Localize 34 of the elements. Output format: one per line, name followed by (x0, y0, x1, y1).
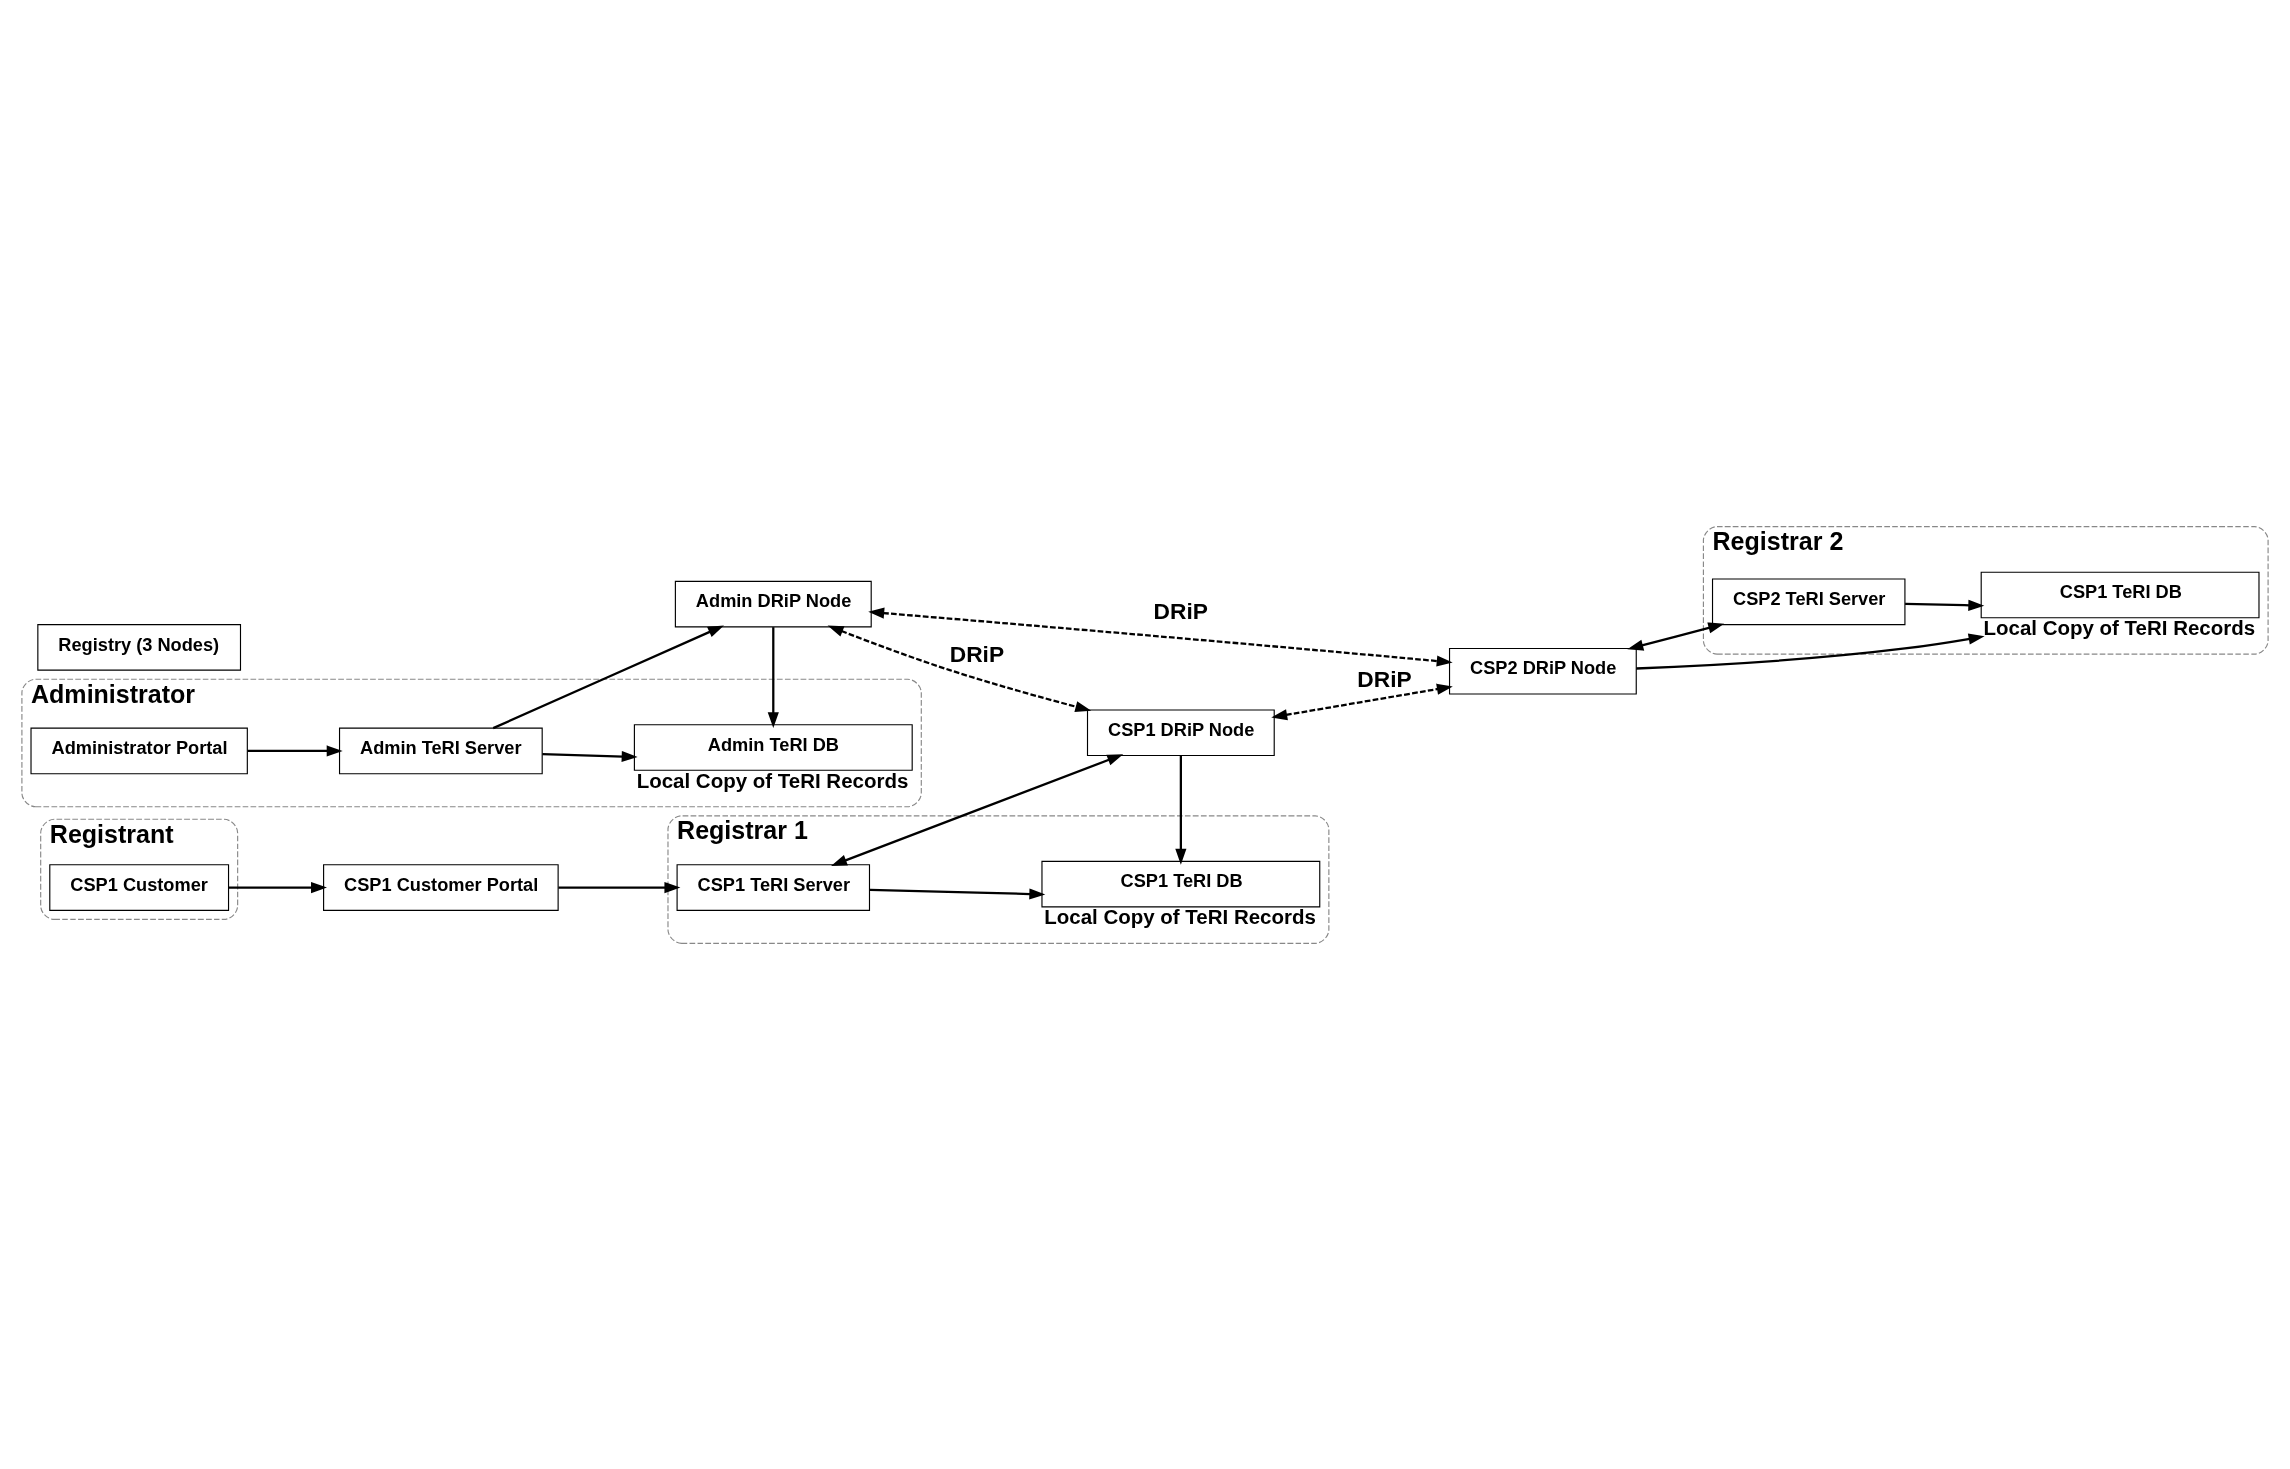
node-label: Local Copy of TeRI Records (1044, 904, 1316, 928)
arrow (869, 887, 1046, 900)
arrow (1905, 599, 1985, 611)
node-box: Admin DRiP Node (674, 580, 872, 627)
node-box: Admin TeRI Server (338, 727, 543, 774)
arrow (1271, 683, 1453, 720)
arrow (1627, 621, 1725, 651)
arrow (1175, 755, 1187, 865)
node-box: CSP1 Customer Portal (323, 863, 559, 911)
arrow (228, 881, 327, 893)
edge-label: DRiP (1357, 665, 1412, 692)
arrow (831, 753, 1124, 866)
arrow (827, 625, 1092, 712)
edge-label: DRiP (1153, 597, 1208, 624)
node-label: Local Copy of TeRI Records (636, 768, 909, 792)
arrow (1636, 632, 1985, 670)
node-box: CSP2 TeRI Server (1711, 577, 1906, 625)
node-box: CSP1 TeRI DB (1980, 571, 2260, 618)
node-box: Admin TeRI DB (633, 723, 913, 771)
arrow (558, 881, 681, 893)
node-box: CSP2 DRiP Node (1448, 647, 1637, 695)
node-box: Registry (3 Nodes) (37, 623, 242, 671)
node-box: CSP1 DRiP Node (1086, 708, 1275, 756)
node-label: Local Copy of TeRI Records (1983, 615, 2256, 639)
node-box: CSP1 TeRI DB (1041, 860, 1321, 907)
arrow (767, 626, 779, 728)
arrow (492, 625, 724, 729)
arrow (247, 744, 343, 757)
arrow (868, 607, 1453, 667)
edge-label: DRiP (949, 640, 1005, 667)
arrow (542, 750, 638, 762)
node-box: CSP1 TeRI Server (676, 863, 871, 911)
node-box: CSP1 Customer (49, 863, 230, 911)
node-box: Administrator Portal (30, 727, 248, 774)
